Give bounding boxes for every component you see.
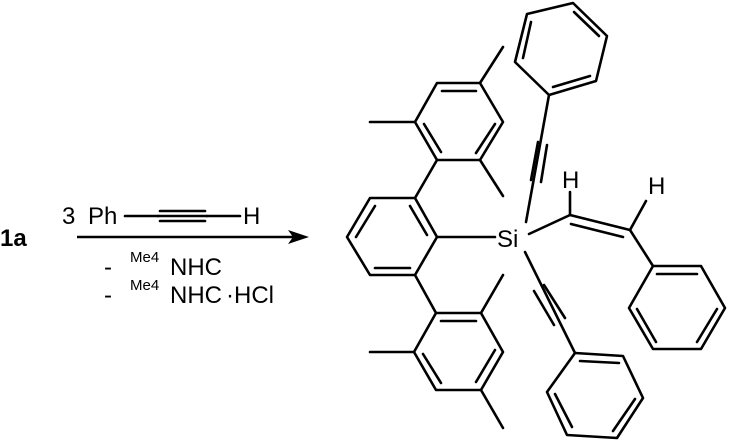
methyl-para-top — [478, 45, 505, 85]
aryl-aryl-bond-top — [413, 158, 439, 200]
top-phenyl-ring — [513, 1, 609, 97]
vinyl-group: H H — [527, 167, 665, 268]
silicon-atom-label: Si — [497, 226, 518, 253]
vinyl-h1-label: H — [562, 167, 579, 194]
byproduct-2-superscript: Me4 — [130, 277, 159, 294]
central-benzene-ring — [345, 196, 439, 277]
top-mesityl-ring — [368, 45, 505, 200]
byproduct-1-prefix: - — [104, 254, 112, 281]
methyl-ortho-top-right — [478, 158, 505, 198]
byproduct-2: - Me4 NHC ·HCl — [104, 277, 274, 309]
reaction-arrow — [77, 230, 309, 244]
byproduct-2-prefix: - — [104, 282, 112, 309]
arrow-head-icon — [288, 230, 309, 244]
upper-alkynyl-group — [524, 93, 551, 224]
reagent-phenylacetylene: 3 Ph H — [62, 203, 260, 230]
byproduct-2-name: NHC — [170, 282, 222, 309]
vinyl-h2-label: H — [648, 173, 665, 200]
reactant-label: 1a — [0, 225, 27, 252]
reagent-group: Ph — [88, 203, 117, 230]
byproduct-1-superscript: Me4 — [130, 249, 159, 266]
right-phenyl-ring — [627, 264, 727, 351]
methyl-ortho-bottom-right — [479, 273, 505, 315]
byproduct-2-suffix: ·HCl — [226, 282, 274, 309]
reagent-count: 3 — [62, 203, 75, 230]
byproduct-1-name: NHC — [170, 254, 222, 281]
byproduct-1: - Me4 NHC — [104, 249, 222, 281]
methyl-para-bottom — [479, 388, 505, 430]
aryl-aryl-bond-bottom — [413, 273, 438, 315]
bottom-mesityl-ring — [368, 273, 505, 430]
reagent-terminal-h: H — [243, 203, 260, 230]
lower-alkynyl-group — [523, 250, 577, 355]
bottom-phenyl-ring — [545, 351, 645, 440]
product-molecule: Si H H — [345, 1, 727, 440]
